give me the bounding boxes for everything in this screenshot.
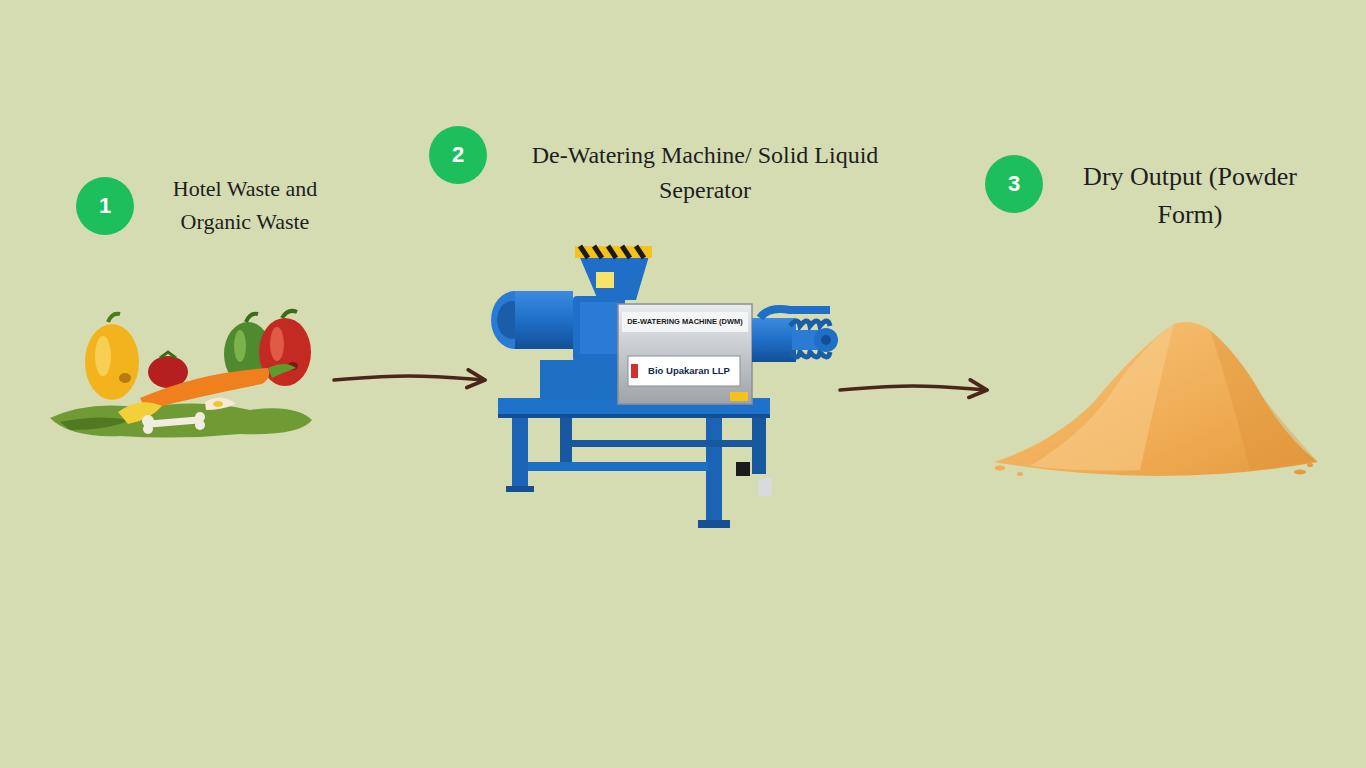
dewatering-machine-picture-part [814,328,838,352]
organic-waste-picture-part [270,327,284,361]
process-step: 1Hotel Waste and Organic Waste [45,315,320,445]
dewatering-machine-picture-part [515,291,573,349]
dewatering-machine-picture-part [528,462,708,471]
process-step: 3Dry Output (Powder Form) [990,320,1320,485]
dewatering-machine-picture-part [821,335,831,345]
organic-waste-picture-part [140,368,269,410]
dewatering-machine-picture-part [580,302,618,354]
powder-pile-picture-part [995,466,1005,471]
dewatering-machine-picture-part [506,486,534,492]
organic-waste-picture [50,311,312,438]
dewatering-machine-picture-part [596,272,614,288]
dewatering-machine-picture-part [580,246,644,258]
dewatering-machine-picture-part [698,520,730,528]
dewatering-machine-picture-part [790,352,830,357]
organic-waste-picture-part [282,311,297,318]
flow-arrow [334,376,484,380]
flow-arrow [840,386,986,390]
organic-waste-picture-part [50,403,312,437]
powder-pile-picture-part [1017,472,1023,476]
organic-waste-picture-part [246,314,258,322]
dewatering-machine-picture-part [575,246,652,258]
organic-waste-picture-part [213,401,223,407]
organic-waste-picture-part [205,397,236,410]
powder-pile-picture [994,322,1318,476]
dewatering-machine-picture-part [618,304,752,404]
organic-waste-picture-part [150,420,198,424]
process-step: 2De-Watering Machine/ Solid Liquid Seper… [488,240,840,538]
organic-waste-picture-part [234,330,246,362]
dewatering-machine-picture-part [618,304,752,404]
powder-pile-picture-part [994,322,1318,476]
dewatering-machine-picture-part [790,321,830,326]
step-number: 2 [429,126,487,184]
dewatering-machine-picture-part [573,296,625,362]
step-number: 1 [76,177,134,235]
organic-waste-picture-part [268,364,296,378]
step-heading: Dry Output (Powder Form) [1050,158,1330,234]
dewatering-machine-picture-part [540,360,620,400]
organic-waste-picture-part [119,373,131,383]
dewatering-machine-picture-part [566,440,756,447]
organic-waste-picture-part [85,324,139,400]
dewatering-machine-picture-part [575,246,652,300]
organic-waste-picture-part [95,336,111,376]
powder-pile-picture-part [1294,470,1306,475]
step-number: 3 [985,155,1043,213]
machine-plate-text: DE-WATERING MACHINE (DWM) [618,317,752,326]
dewatering-machine-picture-part [758,478,772,496]
dewatering-machine-picture-part [631,364,638,378]
organic-waste-picture-part [108,314,120,322]
dewatering-machine-picture-part [628,356,740,386]
step-heading: Hotel Waste and Organic Waste [135,172,355,238]
dewatering-machine-picture-part [730,392,748,401]
organic-waste-picture-part [143,424,153,434]
dewatering-machine-picture-part [706,412,722,524]
powder-pile-picture-part [1210,330,1316,470]
organic-waste-picture-part [195,420,205,430]
organic-waste-picture-part [60,417,130,430]
powder-pile-picture-part [1307,463,1313,467]
dewatering-machine-picture [491,246,838,528]
dewatering-machine-picture-part [760,309,830,318]
dewatering-machine-picture-part [512,412,528,490]
machine-plate-text: Bio Upakaran LLP [640,365,738,376]
powder-pile-picture-part [1030,324,1174,471]
dewatering-machine-picture-part [498,414,770,418]
dewatering-machine-picture-part [736,462,750,476]
step-heading: De-Watering Machine/ Solid Liquid Sepera… [485,138,925,208]
organic-waste-picture-part [160,352,176,358]
